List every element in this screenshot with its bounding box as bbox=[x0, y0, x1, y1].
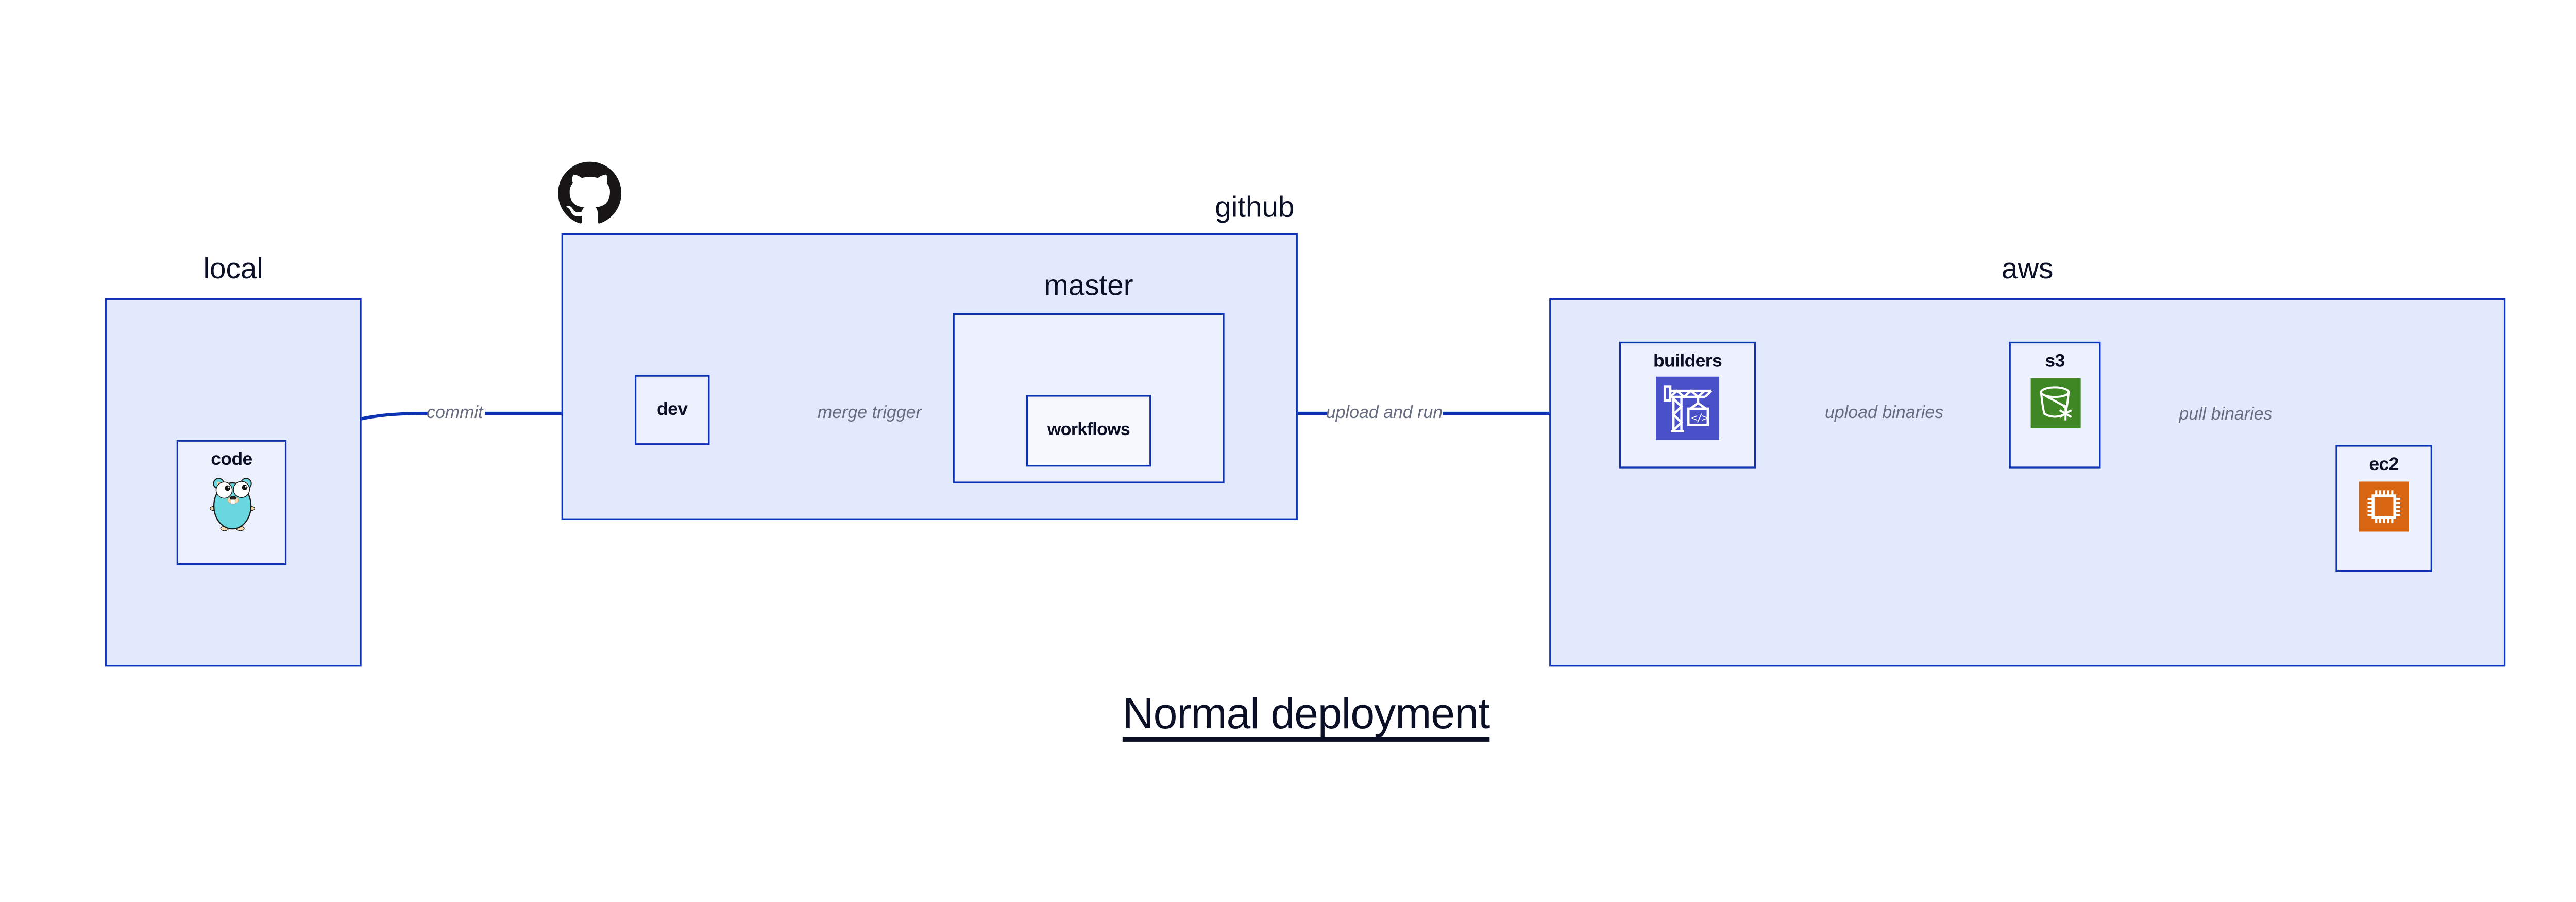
go-gopher-icon bbox=[209, 478, 255, 531]
node-label-workflows: workflows bbox=[1047, 420, 1130, 441]
container-label-master: master bbox=[1044, 268, 1133, 302]
container-label-aws: aws bbox=[2001, 252, 2054, 285]
codebuild-crane-icon: </> bbox=[1663, 385, 1713, 432]
edge-label-merge-trigger: merge trigger bbox=[817, 403, 922, 423]
node-s3: s3 bbox=[2009, 341, 2101, 469]
edge-label-commit: commit bbox=[427, 403, 483, 423]
svg-text:</>: </> bbox=[1691, 411, 1708, 424]
edge-label-upload-binaries: upload binaries bbox=[1824, 403, 1944, 423]
node-label-ec2: ec2 bbox=[2369, 455, 2399, 475]
edge-label-upload-and-run: upload and run bbox=[1326, 403, 1443, 423]
edge-label-pull-binaries: pull binaries bbox=[2179, 404, 2273, 425]
node-ec2: ec2 bbox=[2335, 445, 2432, 572]
github-octocat-icon bbox=[558, 161, 622, 224]
container-label-github: github bbox=[1215, 190, 1295, 224]
node-label-dev: dev bbox=[657, 399, 688, 420]
diagram-title: Normal deployment bbox=[1122, 688, 1490, 739]
container-label-local: local bbox=[203, 252, 263, 285]
node-dev: dev bbox=[634, 375, 710, 445]
node-label-builders: builders bbox=[1653, 352, 1722, 372]
s3-glacier-bucket-icon bbox=[2039, 386, 2071, 421]
node-code: code bbox=[176, 440, 287, 565]
ec2-chip-icon bbox=[2367, 490, 2400, 523]
node-label-s3: s3 bbox=[2045, 352, 2065, 372]
node-builders: builders </> bbox=[1619, 341, 1756, 469]
node-workflows: workflows bbox=[1026, 395, 1151, 467]
node-label-code: code bbox=[211, 450, 252, 470]
